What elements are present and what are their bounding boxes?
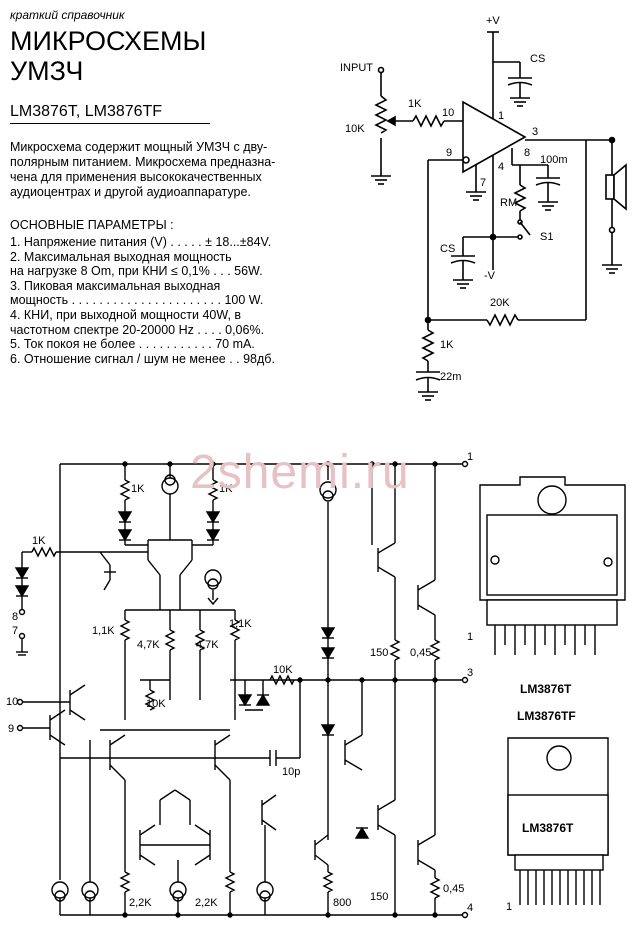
pin1-marker-b: 1	[506, 901, 512, 913]
label-input: INPUT	[340, 62, 373, 74]
label-r045-a: 0,45	[410, 647, 431, 659]
part-number-underline	[10, 123, 210, 124]
label-r-in: 1K	[408, 98, 422, 110]
package-lm3876tf: LM3876TF LM3876T 1	[506, 709, 609, 913]
label-r11k-b: 1,1K	[229, 618, 252, 630]
label-pin7: 7	[480, 177, 486, 189]
params-heading: ОСНОВНЫЕ ПАРАМЕТРЫ :	[10, 218, 174, 232]
param-line: 6. Отношение сигнал / шум не менее . . 9…	[10, 351, 275, 366]
label-vplus: +V	[486, 15, 500, 27]
label-pin3: 3	[532, 126, 538, 138]
label-vminus: -V	[484, 270, 496, 282]
label-r1k-a: 1K	[131, 483, 145, 495]
label-pin1: 1	[498, 110, 504, 122]
node-1: 1	[467, 451, 473, 463]
node-7: 7	[12, 625, 18, 637]
pin1-marker: 1	[467, 631, 473, 643]
package-lm3876t: 1 LM3876T	[467, 476, 626, 696]
node-8: 8	[12, 611, 18, 623]
label-cs-top: CS	[530, 53, 545, 65]
node-10: 10	[6, 696, 18, 708]
label-r11k-a: 1,1K	[92, 625, 115, 637]
label-r150-b: 150	[370, 891, 388, 903]
node-9: 9	[8, 723, 14, 735]
label-r045-b: 0,45	[443, 883, 464, 895]
subtitle: краткий справочник	[10, 8, 125, 22]
label-r20k: 20K	[490, 297, 510, 309]
label-pin4: 4	[498, 161, 504, 173]
node-3: 3	[467, 667, 473, 679]
label-r22k-a: 2,2K	[129, 897, 152, 909]
title-line-1: МИКРОСХЕМЫ	[10, 26, 207, 56]
param-line: частотном спектре 20-20000 Hz . . . . 0,…	[10, 322, 265, 337]
params-list: 1. Напряжение питания (V) . . . . . ± 18…	[10, 235, 330, 366]
label-c100: 100m	[540, 154, 568, 166]
label-pin10: 10	[442, 107, 454, 119]
label-s1: S1	[540, 231, 553, 243]
label-c10p: 10p	[282, 766, 300, 778]
label-pin8: 8	[524, 147, 530, 159]
intro-line: чена для применения высококачественных	[10, 170, 262, 184]
label-r800: 800	[333, 897, 351, 909]
param-line: 3. Пиковая максимальная выходная	[10, 278, 221, 293]
label-cs-bottom: CS	[440, 243, 455, 255]
label-pin9: 9	[446, 147, 452, 159]
intro-line: Микросхема содержит мощный УМЗЧ с дву-	[10, 140, 268, 154]
watermark: 2shemi.ru	[190, 446, 410, 499]
param-line: 4. КНИ, при выходной мощности 40W, в	[10, 307, 242, 322]
label-r47k-b: 4,7K	[196, 639, 219, 651]
pkg1-label: LM3876T	[520, 682, 572, 696]
intro-text: Микросхема содержит мощный УМЗЧ с дву- п…	[10, 140, 310, 200]
label-rm: RM	[500, 197, 517, 209]
intro-line: аудиоцентрах и другой аудиоаппаратуре.	[10, 185, 251, 199]
label-r1k-b: 1K	[219, 483, 233, 495]
pkg2-label: LM3876TF	[517, 709, 576, 723]
label-r10k-a: 10K	[146, 698, 166, 710]
application-circuit: +V CS INPUT 1K 10K 10 1 3 9 8 4 7 100m R…	[340, 15, 627, 401]
label-r150-a: 150	[370, 647, 388, 659]
node-4: 4	[467, 902, 473, 914]
internal-schematic: 1 3 4 8 7 10 9 1K 1K 1K 1,1K 1,1K 4,7K 4…	[6, 451, 473, 919]
label-r1k: 1K	[440, 339, 454, 351]
param-line: на нагрузке 8 Om, при КНИ ≤ 0,1% . . . 5…	[10, 264, 263, 279]
label-pot: 10K	[345, 123, 365, 135]
intro-line: полярным питанием. Микросхема предназна-	[10, 155, 276, 169]
param-line: 5. Ток покоя не более . . . . . . . . . …	[10, 337, 255, 352]
param-line: мощность . . . . . . . . . . . . . . . .…	[10, 293, 264, 308]
param-line: 2. Максимальная выходная мощность	[10, 249, 232, 264]
label-c22: 22m	[440, 371, 461, 383]
part-number: LM3876T, LM3876TF	[10, 103, 163, 120]
label-r47k-a: 4,7K	[137, 639, 160, 651]
title-line-2: УМЗЧ	[10, 56, 84, 86]
label-r1k-c: 1K	[32, 535, 46, 547]
param-line: 1. Напряжение питания (V) . . . . . ± 18…	[10, 235, 272, 249]
pkg2-body-label: LM3876T	[522, 821, 574, 835]
label-r10k-b: 10K	[273, 664, 293, 676]
label-r22k-b: 2,2K	[195, 897, 218, 909]
